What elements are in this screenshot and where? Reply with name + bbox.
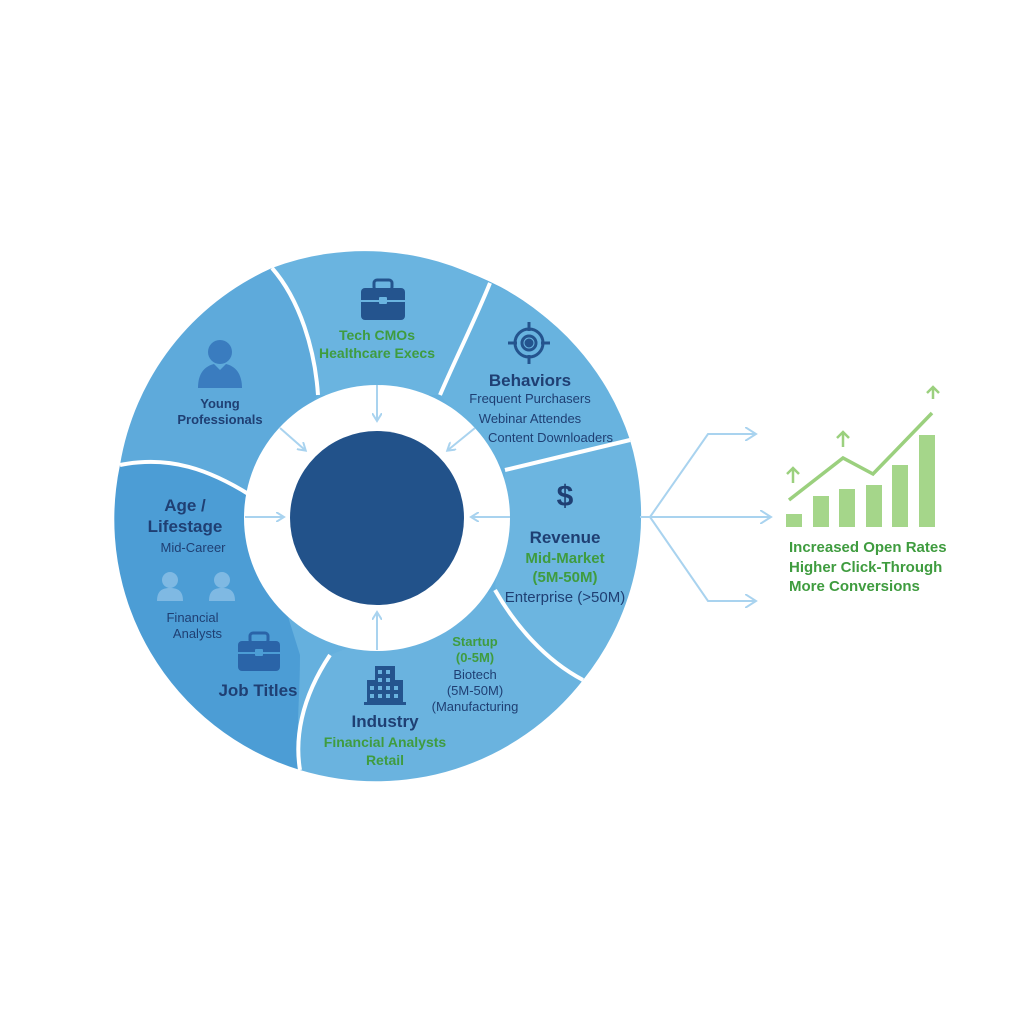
target-icon <box>508 322 550 364</box>
result-line-open-rates: Increased Open Rates <box>789 539 947 556</box>
industry-side-line-5: (Manufacturing <box>431 699 519 714</box>
segment-revenue-text: Revenue Mid-Market (5M-50M) Enterprise (… <box>490 527 640 608</box>
bar-3 <box>839 489 855 527</box>
age-title-1: Age / <box>164 496 206 515</box>
segment-age-text: Age / Lifestage Mid-Career <box>125 495 245 556</box>
results-text: Increased Open Rates Higher Click-Throug… <box>789 538 947 597</box>
trend-line <box>787 411 934 502</box>
industry-side-line-2: (0-5M) <box>455 650 495 666</box>
arrow-top-left <box>279 427 305 450</box>
segment-revenue <box>495 440 642 680</box>
age-title-2: Lifestage <box>147 517 223 537</box>
segment-behaviors <box>440 283 630 470</box>
results-bar-chart <box>786 435 935 527</box>
behaviors-line-3: Content Downloaders <box>488 429 614 445</box>
bar-1 <box>786 514 802 527</box>
segment-dividers <box>119 266 631 771</box>
inward-arrows <box>245 385 510 650</box>
job-lines-text: Financial Analysts <box>140 610 245 643</box>
bar-2 <box>813 496 829 527</box>
bar-5 <box>892 465 908 527</box>
up-arrow-icons <box>786 385 940 483</box>
industry-side-line-3: Biotech <box>453 666 497 682</box>
industry-side-line-1: Startup <box>452 634 498 649</box>
segment-industry-text: Industry Financial Analysts Retail <box>310 711 460 769</box>
segment-young-professionals-text: Young Professionals <box>165 396 275 429</box>
segment-job-roles-top-text: Tech CMOs Healthcare Execs <box>310 327 444 362</box>
segment-industry-side-text: Startup (0-5M) Biotech (5M-50M) (Manufac… <box>420 634 530 715</box>
segment-behaviors-text: Behaviors Frequent Purchasers Webinar At… <box>460 370 614 446</box>
young-line-2: Professionals <box>177 412 263 428</box>
people-icon <box>157 572 235 601</box>
segment-job-roles-top <box>272 251 490 395</box>
arrow-out-bottom <box>649 516 755 601</box>
center-circle <box>290 431 464 605</box>
dollar-icon: $ <box>556 480 574 513</box>
young-line-1: Young <box>200 396 240 411</box>
arrow-top-right <box>448 427 476 450</box>
industry-line-2: Retail <box>365 751 405 768</box>
result-line-conversions: More Conversions <box>789 578 920 595</box>
industry-side-line-4: (5M-50M) <box>446 682 504 698</box>
revenue-title: Revenue <box>529 528 601 547</box>
output-arrows <box>640 434 770 601</box>
job-line-2: Analysts <box>172 626 223 642</box>
age-sub: Mid-Career <box>160 539 226 555</box>
revenue-line-2: (5M-50M) <box>532 569 598 586</box>
industry-title: Industry <box>351 712 419 731</box>
label-healthcare-execs: Healthcare Execs <box>319 344 435 361</box>
behaviors-title: Behaviors <box>488 371 572 390</box>
result-line-click-through: Higher Click-Through <box>789 558 943 576</box>
behaviors-line-1: Frequent Purchasers <box>469 391 591 407</box>
bar-6 <box>919 435 935 527</box>
arrow-out-top <box>649 434 755 518</box>
building-icon <box>364 666 406 705</box>
person-icon <box>198 340 242 388</box>
segment-industry <box>298 590 583 782</box>
behaviors-line-2: Webinar Attendes <box>478 410 582 426</box>
revenue-line-1: Mid-Market <box>525 550 605 568</box>
label-tech-cmos: Tech CMOs <box>339 327 415 343</box>
job-line-1: Financial <box>166 610 219 625</box>
briefcase-icon <box>361 278 405 320</box>
revenue-line-3: Enterprise (>50M) <box>504 588 626 606</box>
job-titles-title: Job Titles <box>218 681 298 700</box>
industry-line-1: Financial Analysts <box>323 734 447 751</box>
bar-4 <box>866 485 882 527</box>
briefcase-icon-job <box>238 631 280 671</box>
